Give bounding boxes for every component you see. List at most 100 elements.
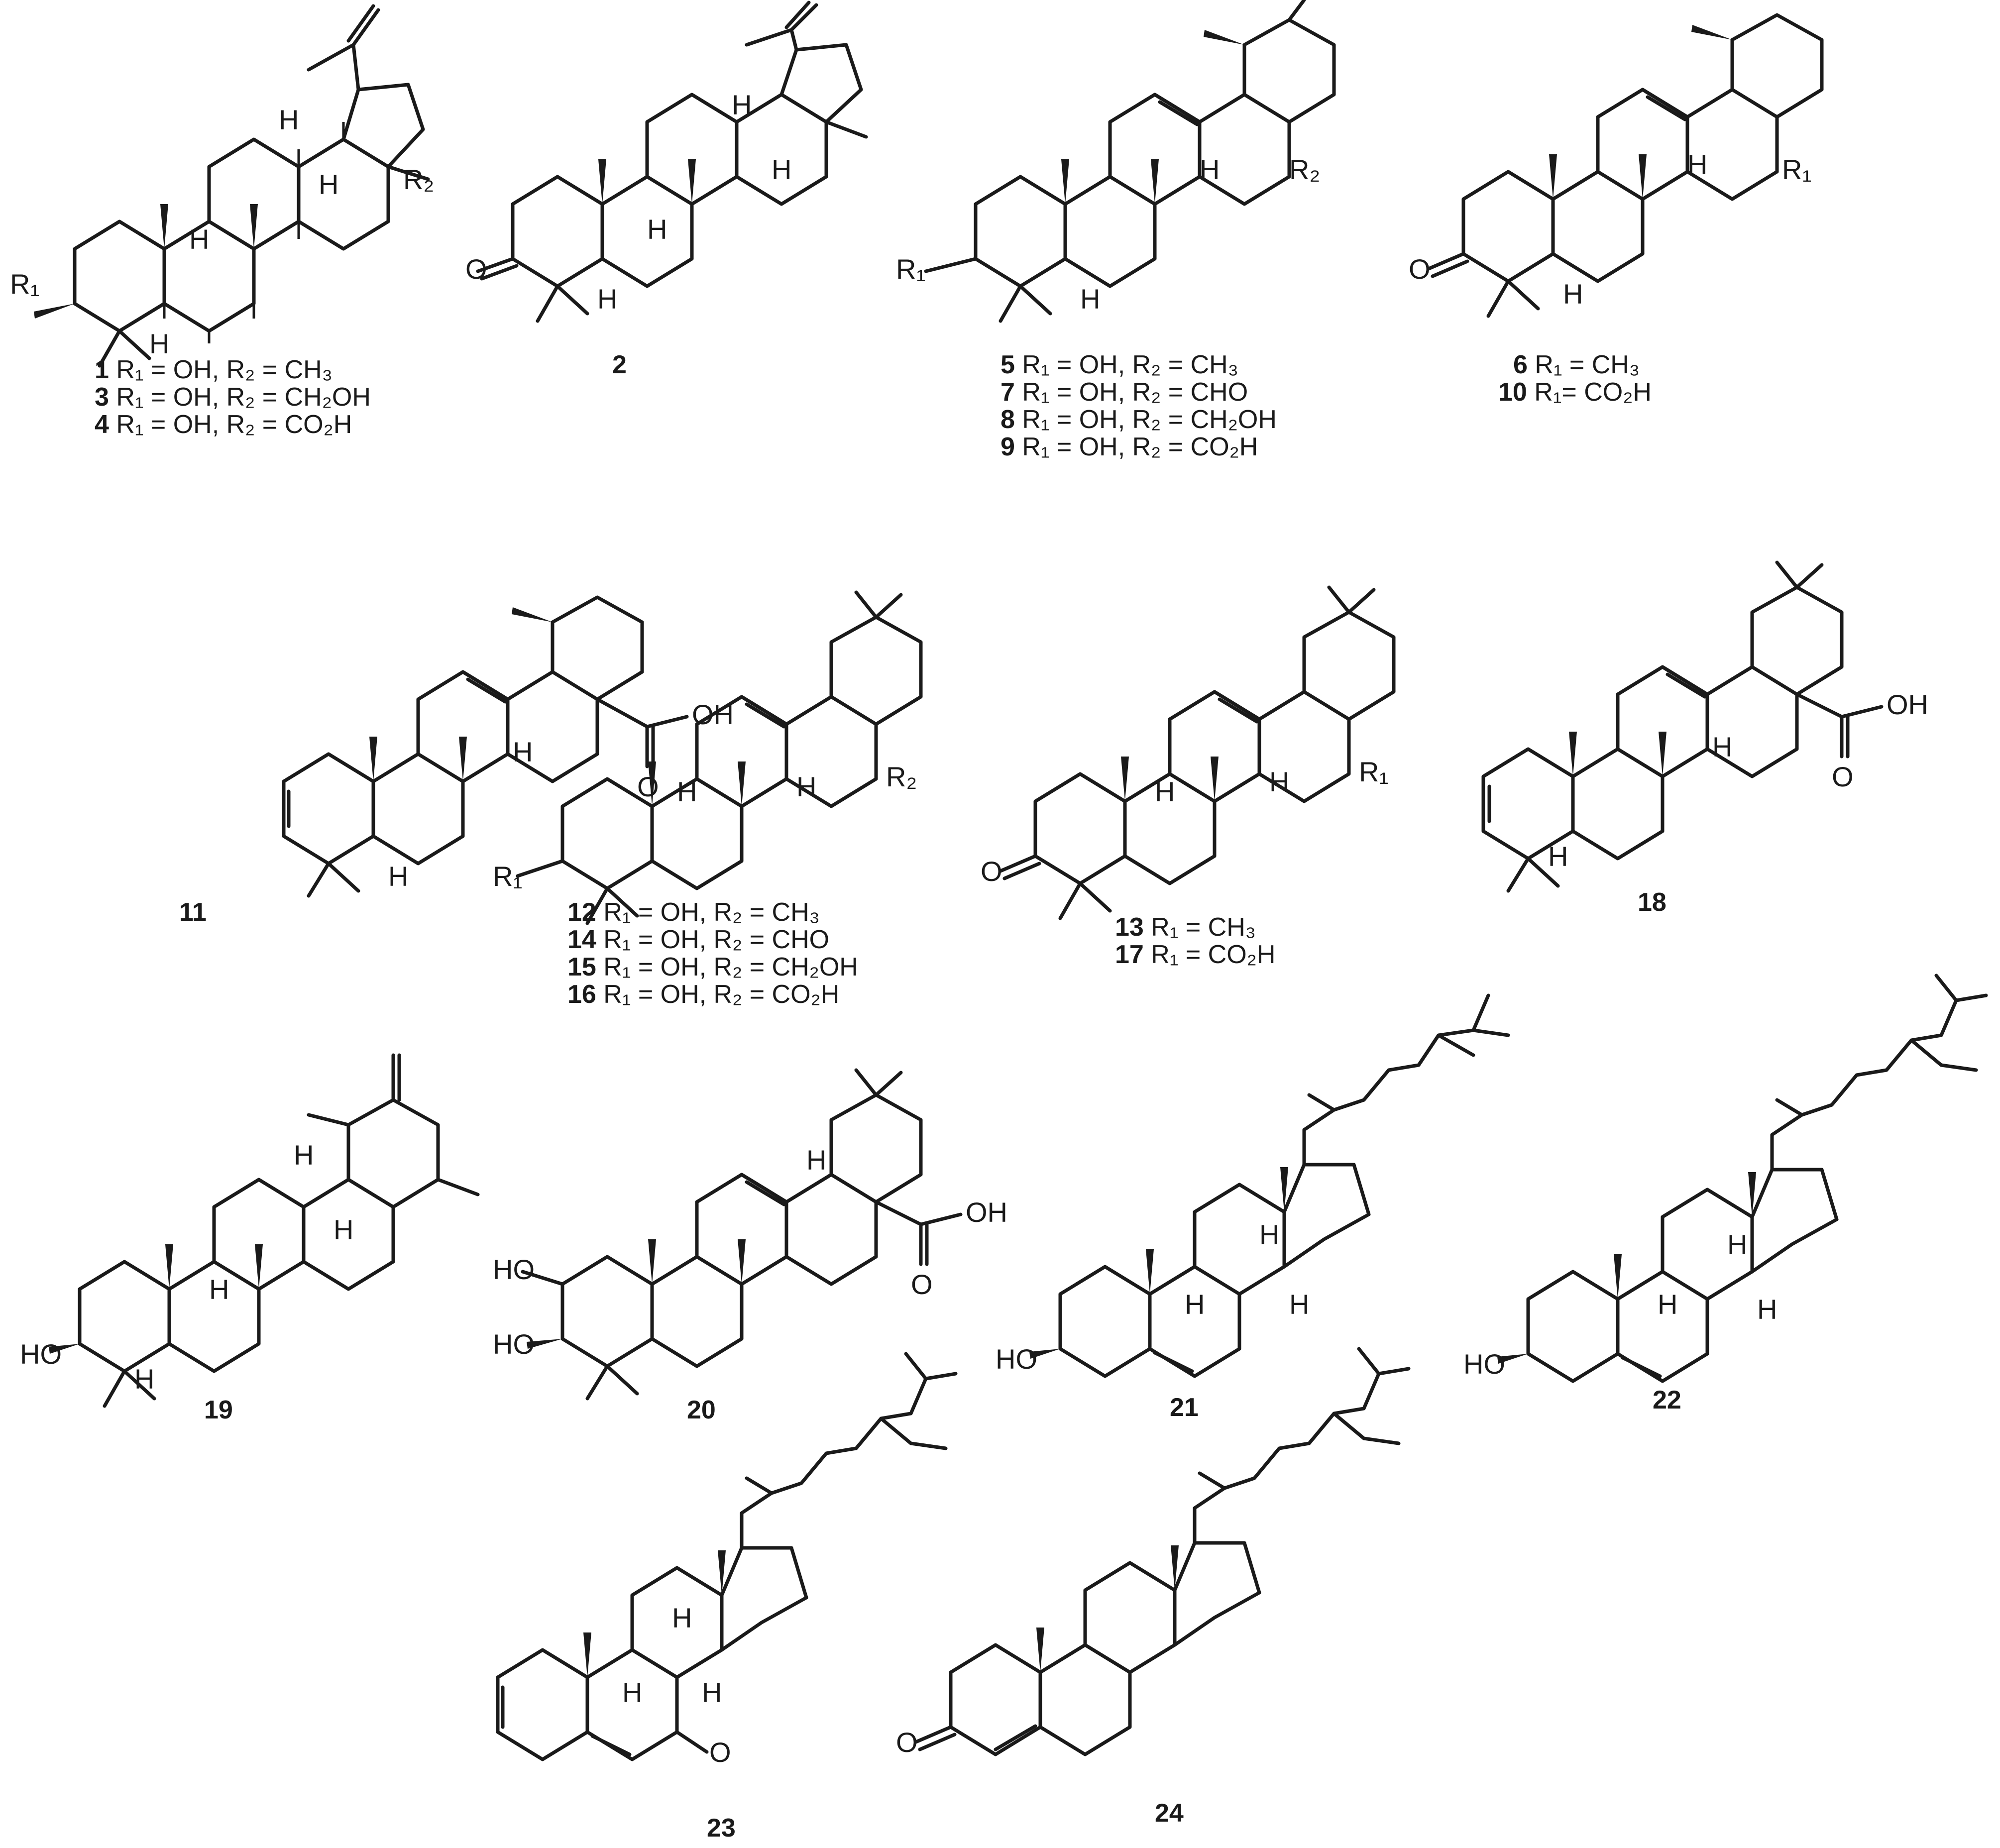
substituent-text: R₁ = OH, R₂ = CH₂OH: [596, 953, 858, 981]
label-group-6: 6 R₁ = CH₃ 10 R₁= CO₂H: [1498, 350, 1652, 407]
h-label: H: [333, 1214, 353, 1245]
r1-label: R₁: [896, 253, 925, 285]
structure-20: HO HO OH O H: [493, 1068, 1007, 1401]
o-label: O: [911, 1269, 933, 1300]
label-group-2: 2: [612, 350, 627, 379]
label-group-13: 13 R₁ = CH₃ 17 R₁ = CO₂H: [1115, 913, 1275, 969]
compound-number: 23: [707, 1814, 736, 1843]
h-label: H: [677, 776, 697, 807]
h-label: H: [796, 771, 816, 802]
compound-number: 19: [204, 1396, 233, 1424]
svg-text:13 R₁ = CH₃: 13 R₁ = CH₃: [1115, 913, 1256, 942]
h-label: H: [1185, 1289, 1205, 1320]
r1-label: R₁: [493, 861, 522, 892]
structure-23: O H H H: [496, 1352, 958, 1768]
label-group-23: 23: [707, 1814, 736, 1843]
substituent-text: R₁ = CO₂H: [1144, 940, 1276, 969]
structure-24: O: [896, 1347, 1411, 1758]
h-label: H: [647, 214, 667, 245]
svg-text:1 R₁ = OH, R₂ = CH₃: 1 R₁ = OH, R₂ = CH₃: [95, 355, 333, 384]
label-group-11: 11: [179, 898, 207, 927]
h-label: H: [1563, 278, 1583, 310]
h-label: H: [209, 1274, 229, 1305]
h-label: H: [513, 736, 533, 767]
substituent-text: R₁ = OH, R₂ = CHO: [596, 925, 829, 954]
h-label: H: [597, 283, 617, 315]
label-group-24: 24: [1155, 1799, 1184, 1828]
substituent-text: R₁ = CH₃: [1528, 350, 1640, 379]
h-label: H: [189, 223, 209, 255]
structure-21: HO H H H: [996, 993, 1510, 1378]
structure-19: HO H H H H: [20, 1053, 480, 1408]
svg-text:11: 11: [179, 898, 207, 927]
svg-text:24: 24: [1155, 1799, 1184, 1828]
structure-18: OH O H H: [1481, 560, 1928, 893]
label-group-20: 20: [687, 1396, 716, 1424]
compound-number: 5: [1000, 350, 1015, 379]
compound-number: 17: [1115, 940, 1144, 969]
compound-number: 24: [1155, 1799, 1184, 1828]
svg-text:9 R₁ = OH, R₂ = CO₂H: 9 R₁ = OH, R₂ = CO₂H: [1000, 433, 1258, 461]
h-label: H: [149, 328, 169, 359]
svg-text:23: 23: [707, 1814, 736, 1843]
svg-text:2: 2: [612, 350, 627, 379]
compound-number: 16: [567, 980, 596, 1009]
h-label: H: [1269, 766, 1289, 797]
compound-number: 4: [95, 410, 109, 439]
compound-number: 13: [1115, 913, 1144, 942]
h-label: H: [1080, 283, 1100, 315]
structure-2: O H H H H: [465, 0, 868, 323]
h-label: H: [1259, 1219, 1279, 1250]
ho-label: HO: [996, 1343, 1037, 1375]
structure-12: R₁ R₂ H H: [493, 590, 923, 925]
svg-text:3 R₁ = OH, R₂ = CH₂OH: 3 R₁ = OH, R₂ = CH₂OH: [95, 383, 371, 412]
h-label: H: [134, 1363, 154, 1395]
compound-number: 7: [1000, 378, 1015, 407]
compound-number: 1: [95, 355, 109, 384]
svg-text:6 R₁ = CH₃: 6 R₁ = CH₃: [1513, 350, 1640, 379]
r2-label: R₂: [403, 164, 434, 195]
h-label: H: [672, 1602, 692, 1633]
r1-label: R₁: [1359, 756, 1388, 787]
h-label: H: [1658, 1289, 1677, 1320]
o-label: O: [709, 1737, 731, 1768]
ho-label: HO: [493, 1254, 535, 1285]
structure-6: O R₁ H H: [1409, 13, 1824, 318]
ho-label: HO: [493, 1328, 535, 1360]
o-label: O: [1832, 761, 1854, 792]
compound-number: 3: [95, 383, 109, 412]
structure-13: O R₁ H H: [981, 585, 1396, 920]
compound-number: 6: [1513, 350, 1528, 379]
compound-number: 10: [1498, 378, 1527, 407]
r1-label: R₁: [1782, 154, 1811, 185]
svg-text:8 R₁ = OH, R₂ = CH₂OH: 8 R₁ = OH, R₂ = CH₂OH: [1000, 405, 1277, 434]
svg-text:10 R₁= CO₂H: 10 R₁= CO₂H: [1498, 378, 1652, 407]
h-label: H: [622, 1677, 642, 1708]
h-label: H: [1548, 841, 1568, 872]
compound-number: 2: [612, 350, 627, 379]
structure-11: OH O H H: [282, 595, 734, 898]
r2-label: R₂: [886, 761, 917, 792]
o-label: O: [465, 253, 487, 285]
h-label: H: [772, 154, 791, 185]
svg-text:20: 20: [687, 1396, 716, 1424]
compound-number: 8: [1000, 405, 1015, 434]
svg-text:21: 21: [1170, 1393, 1199, 1422]
h-label: H: [388, 861, 408, 892]
substituent-text: R₁ = OH, R₂ = CH₃: [596, 898, 820, 927]
h-label: H: [1200, 154, 1220, 185]
o-label: O: [637, 771, 659, 802]
substituent-text: R₁ = OH, R₂ = CH₂OH: [1015, 405, 1277, 434]
svg-text:19: 19: [204, 1396, 233, 1424]
structure-22: HO H H H: [1463, 974, 1988, 1383]
compound-number: 21: [1170, 1393, 1199, 1422]
svg-text:7 R₁ = OH, R₂ = CHO: 7 R₁ = OH, R₂ = CHO: [1000, 378, 1248, 407]
svg-text:16 R₁ = OH, R₂ = CO₂H: 16 R₁ = OH, R₂ = CO₂H: [567, 980, 839, 1009]
h-label: H: [319, 169, 338, 200]
substituent-text: R₁ = OH, R₂ = CO₂H: [109, 410, 352, 439]
substituent-text: R₁ = OH, R₂ = CO₂H: [1015, 433, 1258, 461]
h-label: H: [294, 1139, 314, 1171]
svg-text:12 R₁ = OH, R₂ = CH₃: 12 R₁ = OH, R₂ = CH₃: [567, 898, 820, 927]
structure-5: R₁ R₂ H H: [896, 0, 1336, 323]
substituent-text: R₁ = OH, R₂ = CH₂OH: [109, 383, 371, 412]
